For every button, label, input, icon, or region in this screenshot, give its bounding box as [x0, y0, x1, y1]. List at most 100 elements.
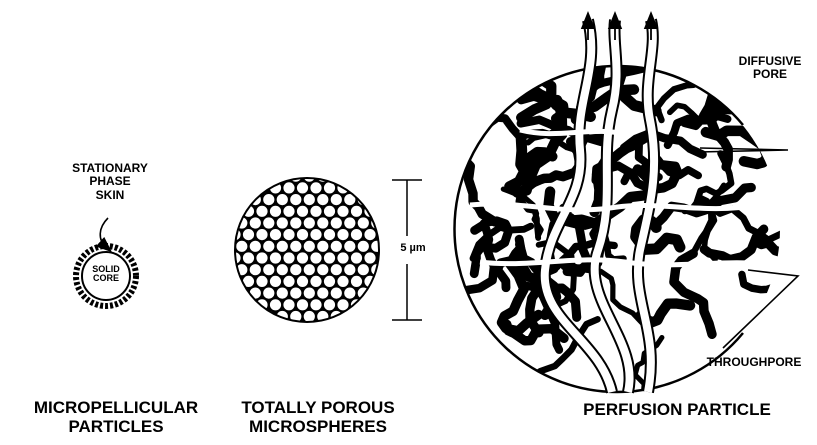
porous-bead: [344, 217, 356, 229]
porous-bead: [270, 252, 282, 264]
porous-bead: [236, 240, 248, 252]
porous-bead: [364, 229, 376, 241]
micropellicular-caption-line-2: PARTICLES: [2, 417, 230, 436]
size-label: 5 µm: [393, 242, 433, 254]
porous-bead: [317, 264, 329, 276]
porous-bead: [324, 252, 336, 264]
porous-bead: [344, 240, 356, 252]
porous-bead: [371, 240, 383, 252]
porous-bead: [310, 229, 322, 241]
porous-bead: [303, 311, 315, 323]
porous-bead: [256, 275, 268, 287]
porous-bead: [303, 264, 315, 276]
skin-label-line-2: PHASE: [58, 175, 162, 188]
porous-bead: [310, 182, 322, 194]
porous-bead: [276, 217, 288, 229]
diffusive-pore-blob: [742, 273, 812, 292]
porous-bead: [324, 299, 336, 311]
porous-bead: [351, 229, 363, 241]
porous-bead: [283, 205, 295, 217]
micropellicular-caption: MICROPELLICULAR PARTICLES: [2, 398, 230, 436]
porous-bead: [276, 240, 288, 252]
porous-bead: [263, 264, 275, 276]
porous-bead: [324, 205, 336, 217]
porous-bead: [303, 240, 315, 252]
porous-bead: [297, 299, 309, 311]
porous-bead: [297, 229, 309, 241]
porous-bead: [344, 264, 356, 276]
porous-bead: [357, 240, 369, 252]
porous-bead: [337, 229, 349, 241]
porous-bead: [249, 217, 261, 229]
totally-porous-caption: TOTALLY POROUS MICROSPHERES: [232, 398, 404, 436]
porous-bead: [303, 287, 315, 299]
porous-bead: [317, 240, 329, 252]
micropellicular-particle: [76, 218, 136, 306]
porous-bead: [310, 275, 322, 287]
skin-label-line-1: STATIONARY: [58, 162, 162, 175]
solid-core-label: SOLID CORE: [84, 265, 128, 284]
porous-bead: [243, 252, 255, 264]
porous-bead: [330, 264, 342, 276]
porous-bead: [283, 299, 295, 311]
porous-bead: [337, 205, 349, 217]
porous-bead: [297, 275, 309, 287]
porous-bead: [357, 217, 369, 229]
porous-bead: [324, 275, 336, 287]
porous-bead: [330, 217, 342, 229]
porous-bead: [263, 240, 275, 252]
porous-bead: [303, 170, 315, 182]
porous-bead: [317, 287, 329, 299]
throughpore-label: THROUGHPORE: [696, 356, 812, 369]
porous-bead: [330, 240, 342, 252]
diffusive-label-line-1: DIFFUSIVE: [726, 55, 814, 68]
porous-bead: [270, 229, 282, 241]
porous-bead: [337, 275, 349, 287]
porous-bead: [283, 252, 295, 264]
porous-bead: [276, 194, 288, 206]
porous-bead: [364, 252, 376, 264]
totally-porous-caption-line-1: TOTALLY POROUS: [232, 398, 404, 417]
porous-bead: [283, 275, 295, 287]
porous-bead: [297, 205, 309, 217]
porous-bead: [270, 299, 282, 311]
porous-bead: [297, 252, 309, 264]
porous-bead: [256, 205, 268, 217]
porous-bead: [303, 217, 315, 229]
porous-bead: [290, 264, 302, 276]
porous-bead: [276, 287, 288, 299]
stationary-phase-skin-label: STATIONARY PHASE SKIN: [58, 162, 162, 202]
porous-bead: [270, 205, 282, 217]
porous-bead: [249, 287, 261, 299]
porous-bead: [263, 287, 275, 299]
porous-bead: [303, 194, 315, 206]
diffusive-pore-pointer: [698, 148, 788, 152]
throughpore-pointer: [723, 270, 798, 348]
porous-bead: [337, 252, 349, 264]
porous-bead: [263, 311, 275, 323]
porous-bead: [310, 205, 322, 217]
porous-bead: [310, 252, 322, 264]
porous-bead: [317, 194, 329, 206]
porous-bead: [344, 287, 356, 299]
skin-label-line-3: SKIN: [58, 189, 162, 202]
porous-bead: [256, 229, 268, 241]
porous-bead: [351, 275, 363, 287]
porous-bead: [290, 287, 302, 299]
porous-bead: [330, 287, 342, 299]
porous-bead: [357, 264, 369, 276]
porous-bead: [351, 252, 363, 264]
porous-bead: [330, 194, 342, 206]
skin-pointer-line: [100, 218, 108, 247]
totally-porous-caption-line-2: MICROSPHERES: [232, 417, 404, 436]
diffusive-pore-blob: [715, 78, 810, 113]
porous-bead: [317, 217, 329, 229]
porous-bead: [249, 240, 261, 252]
porous-bead: [290, 194, 302, 206]
porous-bead: [297, 182, 309, 194]
diffusive-label-line-2: PORE: [726, 68, 814, 81]
porous-bead: [263, 194, 275, 206]
porous-bead: [290, 217, 302, 229]
